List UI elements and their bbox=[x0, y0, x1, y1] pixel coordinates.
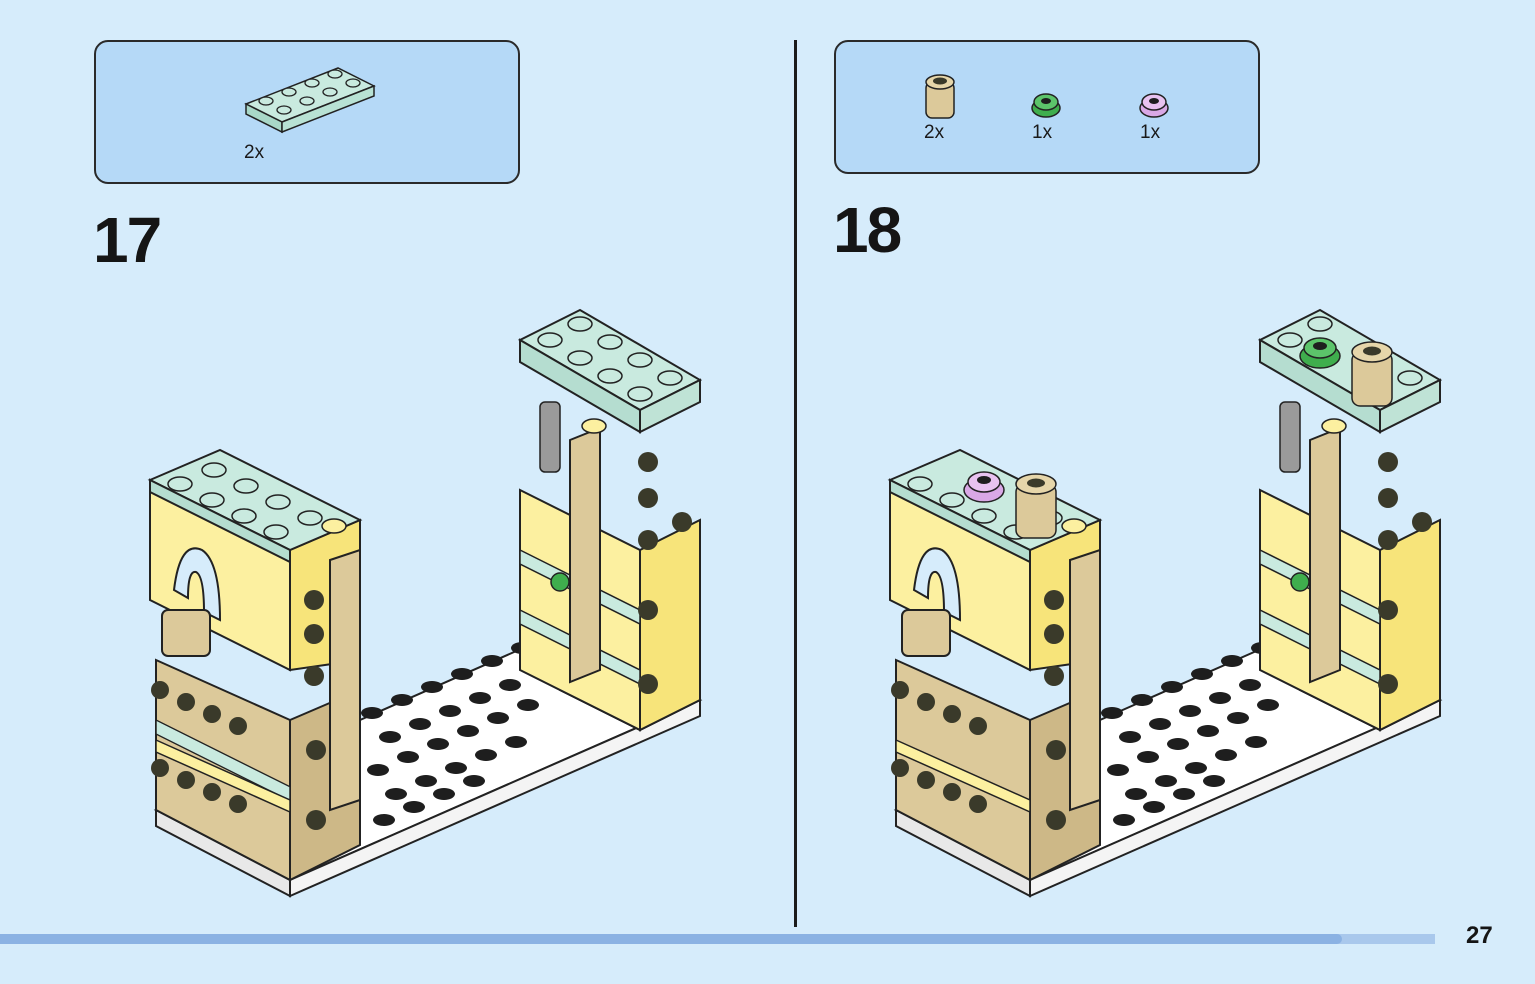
tan-round-brick-icon bbox=[925, 74, 955, 119]
page-number: 27 bbox=[1466, 922, 1493, 949]
part-qty: 1x bbox=[1140, 122, 1161, 143]
part-qty: 2x bbox=[924, 122, 945, 143]
tan-round-brick bbox=[1351, 341, 1393, 407]
build-illustration-step-17 bbox=[147, 308, 703, 898]
part-qty: 1x bbox=[1032, 122, 1053, 143]
build-illustration-step-18 bbox=[887, 308, 1443, 898]
tan-round-brick bbox=[1015, 473, 1057, 539]
step-number: 18 bbox=[833, 194, 902, 266]
left-tower bbox=[147, 448, 363, 882]
parts-callout-step-17: 2x bbox=[94, 40, 520, 184]
progress-fill bbox=[0, 934, 1342, 944]
progress-bar bbox=[0, 934, 1435, 944]
step-divider bbox=[794, 40, 797, 927]
parts-callout-step-18: 2x 1x 1x bbox=[834, 40, 1260, 174]
lavender-flower-plate bbox=[963, 471, 1005, 503]
left-tower bbox=[887, 448, 1103, 882]
lavender-flower-plate-icon bbox=[1139, 93, 1169, 118]
step-number: 17 bbox=[93, 204, 162, 276]
right-tower bbox=[1257, 308, 1443, 732]
green-flower-plate bbox=[1299, 337, 1341, 369]
right-tower bbox=[517, 308, 703, 732]
mint-plate-2x4-icon bbox=[244, 67, 376, 134]
part-qty: 2x bbox=[244, 142, 265, 163]
green-flower-plate-icon bbox=[1031, 93, 1061, 118]
